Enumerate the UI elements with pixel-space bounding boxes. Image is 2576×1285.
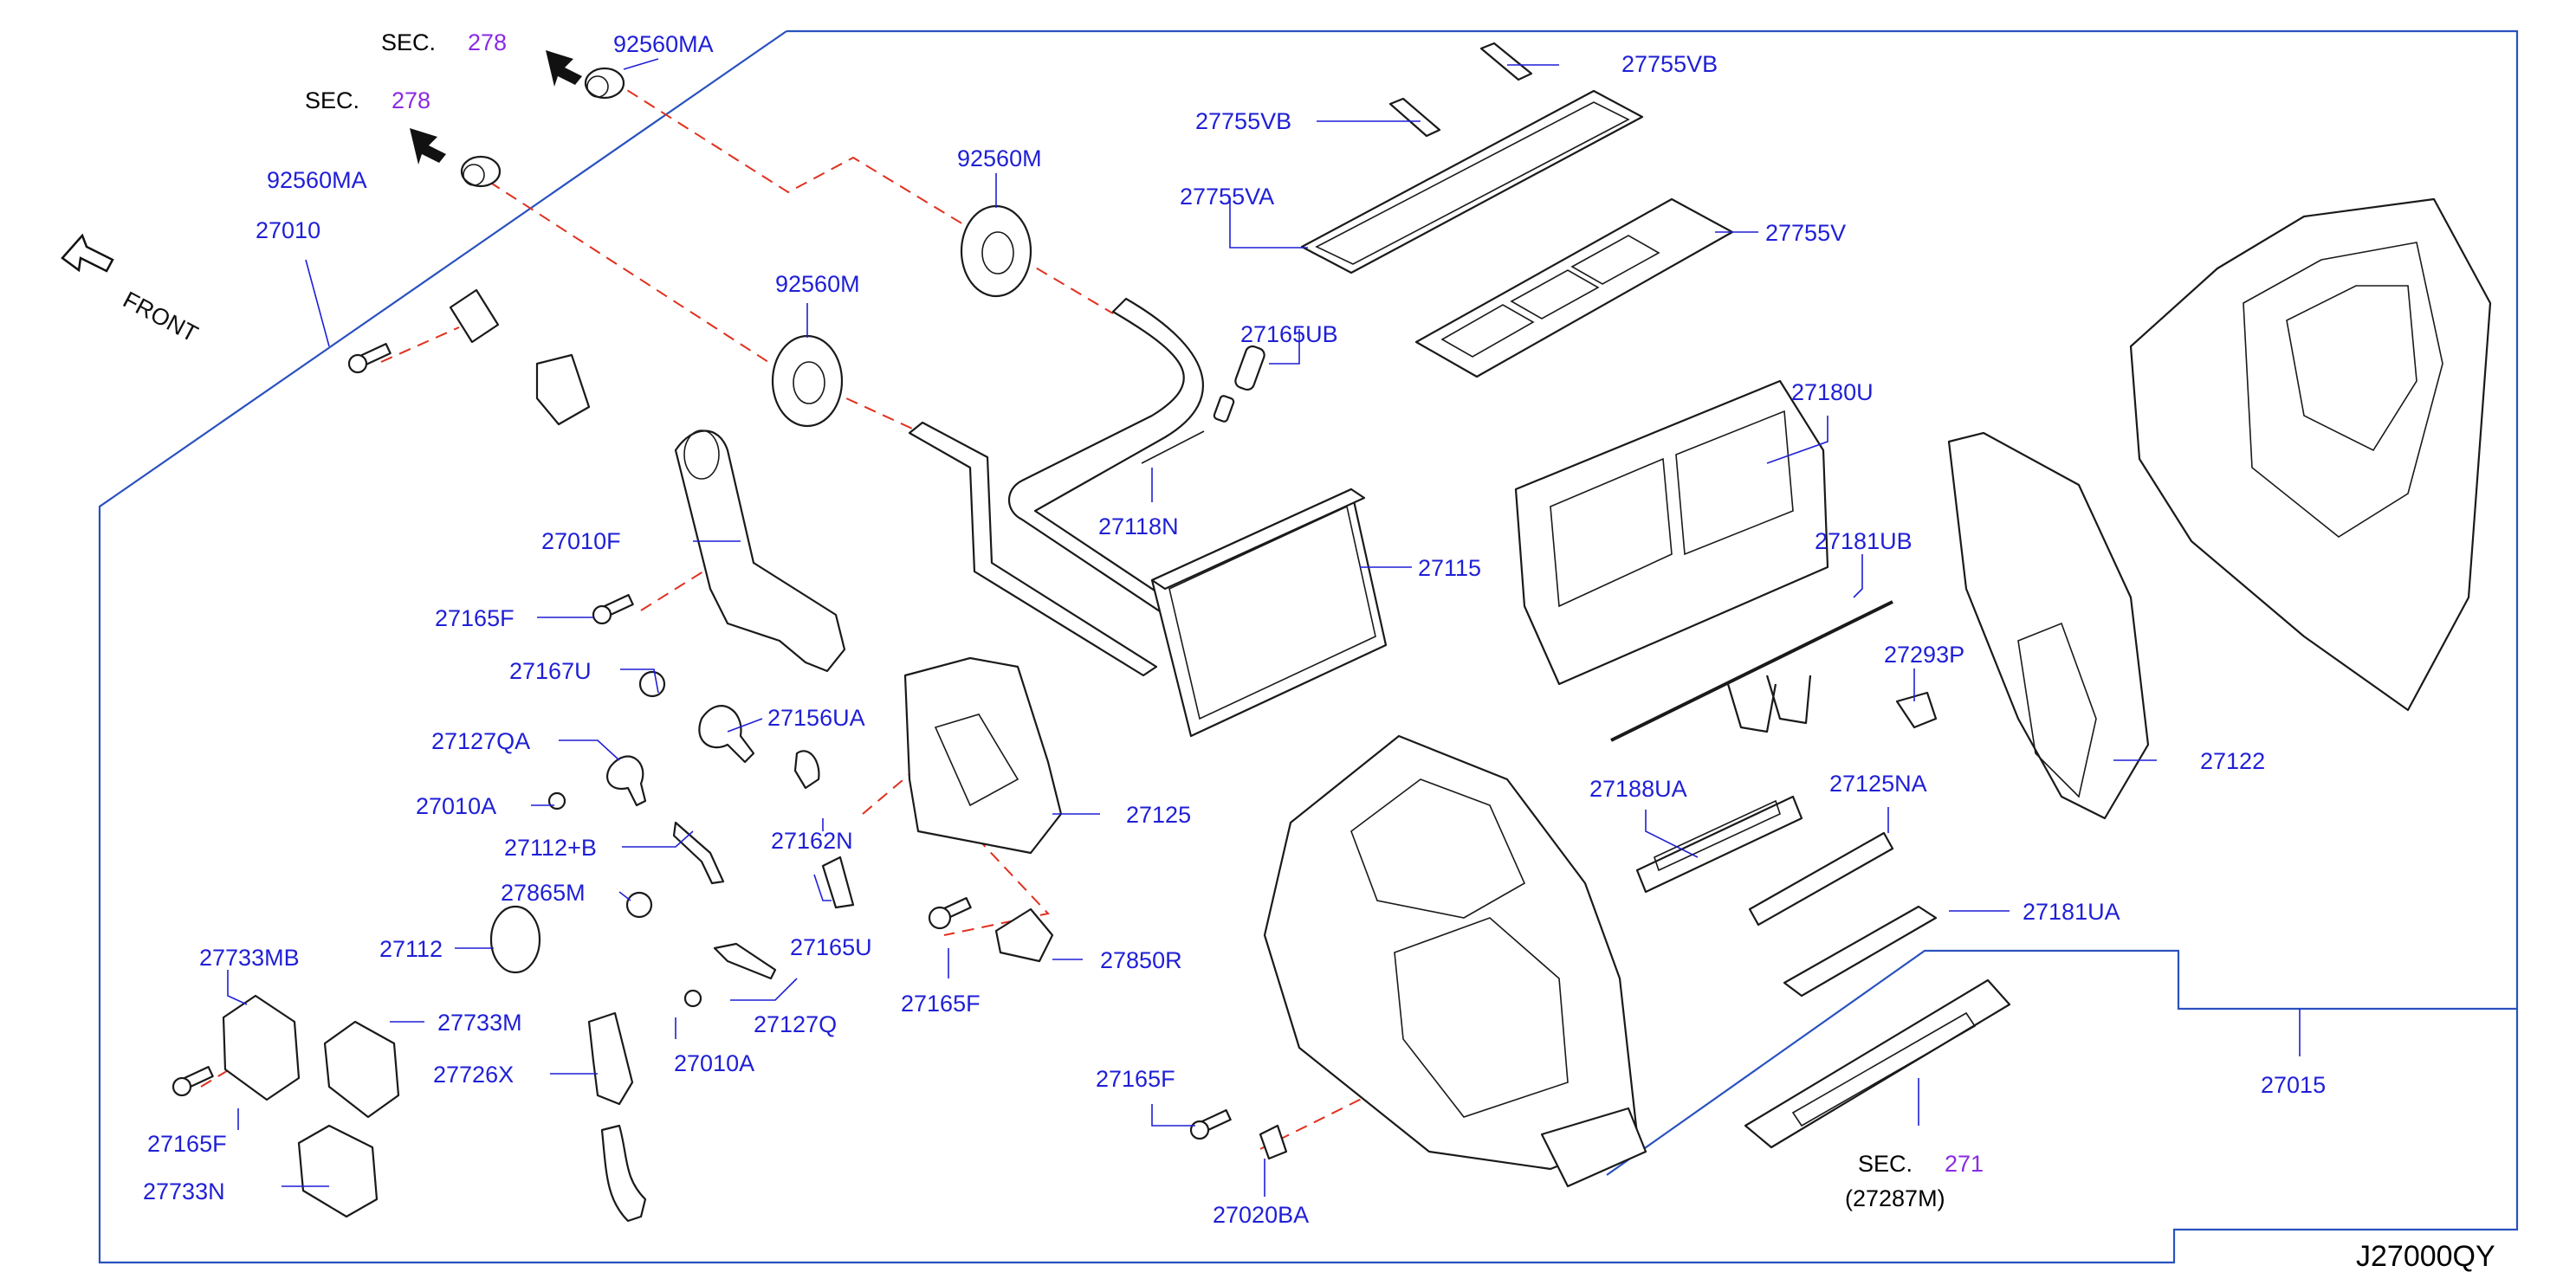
part-label[interactable]: 27010	[256, 217, 320, 243]
grommet-92560M	[771, 204, 1032, 428]
actuator-27733N	[297, 1124, 379, 1218]
part-label[interactable]: 27115	[1418, 555, 1481, 581]
assembly-boundary	[786, 29, 2519, 1176]
front-label: FRONT	[119, 287, 202, 347]
part-label[interactable]: 27755V	[1765, 220, 1846, 246]
part-label[interactable]: 27125	[1126, 802, 1191, 828]
door-27181UA	[1783, 905, 1938, 998]
small-hardware	[172, 288, 1288, 1160]
part-label[interactable]: 27755VA	[1180, 184, 1274, 210]
part-label[interactable]: 27010F	[541, 528, 621, 554]
main-unit-housing	[1263, 734, 1647, 1188]
assembly-boundary-lower	[98, 30, 2519, 1264]
part-label[interactable]: 27293P	[1884, 642, 1964, 668]
part-label[interactable]: 27112+B	[504, 835, 597, 861]
part-label[interactable]: 92560MA	[613, 31, 714, 57]
screw-icon	[1189, 1109, 1232, 1140]
part-label[interactable]: 27726X	[433, 1062, 514, 1088]
section-ref-prefix: SEC.	[1858, 1151, 1913, 1177]
part-label[interactable]: 27162N	[771, 828, 853, 854]
front-arrow-icon	[61, 233, 114, 273]
heater-pipes	[908, 297, 1204, 677]
link-line	[640, 571, 704, 611]
screw-icon	[592, 594, 634, 625]
part-label[interactable]: 27015	[2261, 1072, 2326, 1098]
housing-27180U	[1514, 379, 1829, 686]
part-label[interactable]: 27850R	[1100, 947, 1182, 973]
door-27188UA	[1635, 795, 1803, 894]
part-label[interactable]: 27733MB	[199, 945, 300, 971]
grommet-92560MA	[460, 67, 625, 188]
part-label[interactable]: 27180U	[1791, 379, 1874, 405]
screw-icon	[347, 343, 392, 374]
section-ref-number[interactable]: 278	[468, 29, 507, 55]
part-label[interactable]: 27010A	[674, 1050, 754, 1076]
section-ref-prefix: SEC.	[381, 29, 436, 55]
housing-27015	[2129, 197, 2492, 712]
part-label[interactable]: 27865M	[501, 880, 586, 906]
part-label[interactable]: 92560M	[775, 271, 860, 297]
part-label[interactable]: 27010A	[416, 793, 496, 819]
part-label[interactable]: 27167U	[509, 658, 592, 684]
part-label[interactable]: 27181UB	[1815, 528, 1913, 554]
leader-lines	[227, 58, 2301, 1197]
part-label[interactable]: 27165F	[901, 991, 981, 1017]
part-label[interactable]: 27755VB	[1621, 51, 1718, 77]
duct-27010F	[674, 429, 846, 673]
diagram-id: J27000QY	[2356, 1240, 2495, 1273]
case-27125	[903, 656, 1063, 855]
part-label[interactable]: 27733N	[143, 1178, 225, 1204]
part-label[interactable]: 27122	[2200, 748, 2265, 774]
link-line	[380, 326, 460, 363]
part-label[interactable]: 27733M	[437, 1010, 522, 1036]
door-27125NA	[1748, 831, 1894, 927]
part-label[interactable]: 27165F	[147, 1131, 227, 1157]
section-ref-number[interactable]: 271	[1945, 1151, 1984, 1177]
part-label[interactable]: 27112	[379, 936, 443, 962]
housing-panel-27122	[1947, 431, 2150, 820]
part-label[interactable]: 27127Q	[754, 1011, 837, 1037]
hose	[600, 1124, 647, 1223]
sensor-27726X	[587, 1011, 634, 1106]
actuator-27733MB	[222, 994, 301, 1101]
part-label[interactable]: 27118N	[1098, 513, 1179, 539]
part-label[interactable]: 27165F	[435, 605, 515, 631]
part-label[interactable]: 92560M	[957, 145, 1042, 171]
section-arrow-icon	[410, 50, 582, 165]
part-label[interactable]: 27127QA	[431, 728, 530, 754]
link-line	[200, 1051, 259, 1088]
part-label[interactable]: 27156UA	[767, 705, 865, 731]
part-label[interactable]: 92560MA	[267, 167, 367, 193]
link-line	[489, 181, 932, 438]
section-ref-prefix: SEC.	[305, 87, 359, 113]
bracket-27165UB	[1213, 345, 1265, 423]
section-ref-sub: (27287M)	[1845, 1185, 1945, 1211]
link-rod-27181UB	[1610, 600, 1893, 742]
link-line	[610, 79, 1114, 314]
screw-icon	[928, 897, 972, 930]
section-ref-number[interactable]: 278	[392, 87, 430, 113]
part-label[interactable]: 27165U	[790, 934, 872, 960]
part-label[interactable]: 27020BA	[1213, 1202, 1309, 1228]
filter-frame-27755VA	[1300, 89, 1644, 274]
screw-icon	[172, 1066, 214, 1097]
part-label[interactable]: 27125NA	[1829, 771, 1927, 797]
duct-27287M	[1744, 978, 2011, 1149]
rod-27118N	[1141, 430, 1205, 464]
part-label[interactable]: 27165UB	[1240, 321, 1338, 347]
filter-27755VB	[1388, 42, 1533, 138]
filter-27755V	[1414, 197, 1734, 378]
part-label[interactable]: 27165F	[1096, 1066, 1175, 1092]
part-label[interactable]: 27181UA	[2023, 899, 2120, 925]
clip-27293P	[1895, 691, 1938, 729]
actuator-27733M	[323, 1020, 400, 1119]
part-label[interactable]: 27188UA	[1589, 776, 1687, 802]
heater-core-27115	[1150, 488, 1388, 738]
part-label[interactable]: 27755VB	[1195, 108, 1291, 134]
